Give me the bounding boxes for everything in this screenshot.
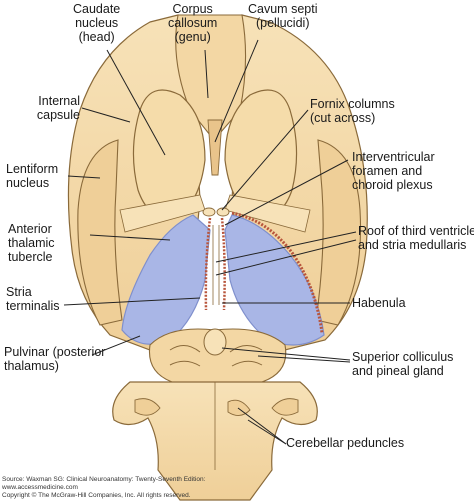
left-lentiform-nucleus: [77, 139, 123, 326]
right-fornix-column: [216, 207, 230, 217]
superior-colliculi: [169, 345, 263, 367]
leader-lines: [63, 39, 357, 445]
choroid-plexus: [231, 211, 324, 334]
label-cerebellar-peduncles: Cerebellar peduncles: [286, 436, 405, 450]
left-fornix-column: [202, 207, 216, 217]
label-fornix-columns: Fornix columns(cut across): [310, 97, 395, 125]
stria-medullaris: [212, 225, 220, 305]
right-lentiform-nucleus: [315, 139, 362, 326]
pineal-gland: [203, 328, 227, 356]
middle-peduncle: [227, 399, 251, 416]
left-thalamus: [121, 214, 211, 345]
third-ventricle-plexus: [204, 217, 226, 311]
label-habenula: Habenula: [352, 296, 406, 310]
cavum-septi: [207, 119, 223, 176]
right-thalamus: [224, 214, 325, 346]
right-cerebellar-peduncle: [271, 398, 299, 416]
label-cavum-septi: Cavum septi(pellucidi): [248, 2, 318, 30]
source-credit: Source: Waxman SG: Clinical Neuroanatomy…: [2, 476, 206, 499]
left-cerebellar-peduncle: [134, 398, 161, 416]
midbrain-tectum: [148, 328, 287, 383]
corpus-callosum: [175, 14, 247, 141]
